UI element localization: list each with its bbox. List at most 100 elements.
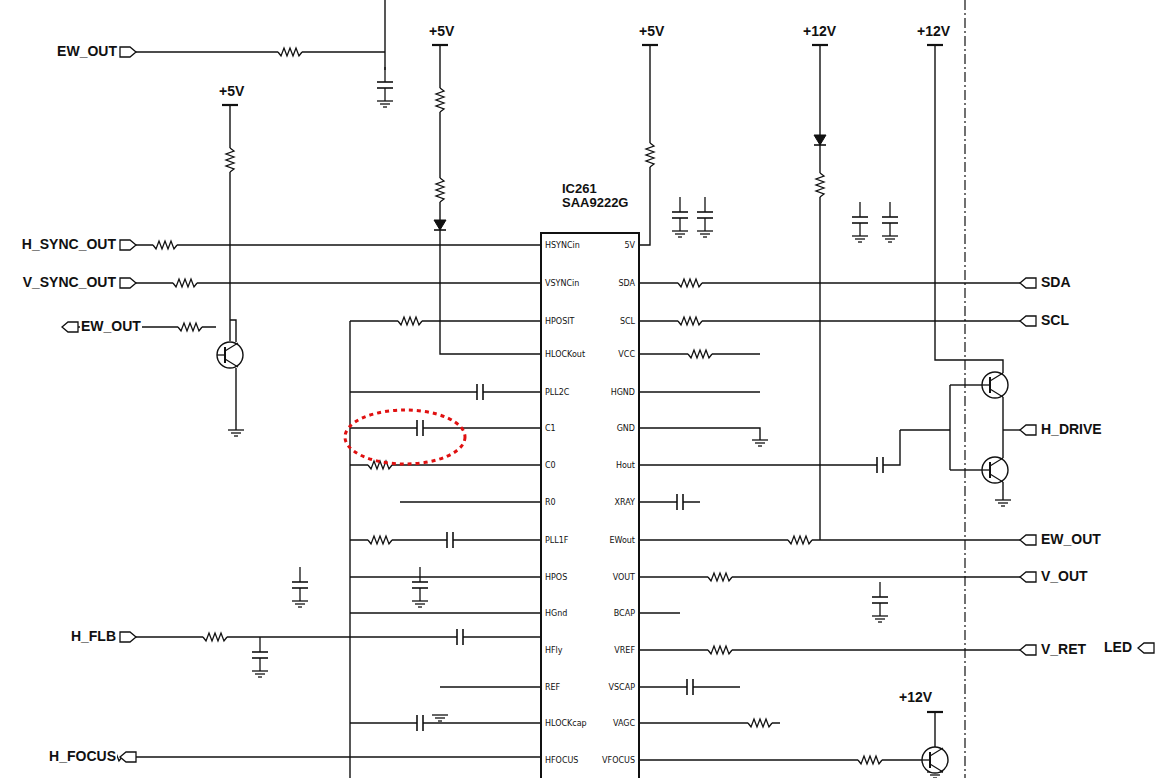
resistor-symbol bbox=[225, 148, 235, 172]
wire bbox=[350, 320, 540, 321]
pin-name: VFOCUS bbox=[602, 756, 635, 765]
wire bbox=[640, 501, 700, 502]
wire bbox=[350, 612, 540, 613]
power-label: +5V bbox=[428, 24, 455, 39]
wire bbox=[949, 385, 950, 470]
resistor-symbol bbox=[678, 316, 702, 326]
diode-symbol bbox=[814, 135, 826, 145]
wire bbox=[136, 636, 540, 637]
signal-name: EW_OUT bbox=[1040, 532, 1102, 547]
ground-symbol bbox=[852, 236, 868, 242]
wire bbox=[950, 469, 982, 470]
port-symbol bbox=[1020, 535, 1036, 545]
resistor-symbol bbox=[368, 460, 392, 470]
signal-name: V_SYNC_OUT bbox=[22, 275, 117, 290]
pin-name: Hout bbox=[616, 461, 635, 470]
wire bbox=[230, 320, 236, 342]
capacitor-symbol bbox=[677, 494, 683, 510]
capacitor-symbol bbox=[672, 197, 688, 231]
pin-name: VOUT bbox=[613, 573, 635, 582]
pin-name: HLOCKcap bbox=[545, 719, 587, 728]
ground-symbol bbox=[672, 231, 688, 237]
power-label: +12V bbox=[898, 690, 933, 705]
board-boundary bbox=[964, 0, 965, 778]
signal-name: SDA bbox=[1040, 275, 1072, 290]
resistor-symbol bbox=[278, 47, 302, 57]
wire bbox=[136, 244, 540, 245]
resistor-symbol bbox=[645, 143, 655, 167]
capacitor-symbol bbox=[377, 67, 393, 101]
pin-name: C0 bbox=[545, 461, 556, 470]
signal-name: H_FOCUS bbox=[48, 749, 117, 764]
ground-symbol bbox=[995, 500, 1011, 506]
wire bbox=[640, 576, 1020, 577]
capacitor-symbol bbox=[412, 567, 428, 601]
port-symbol bbox=[1020, 425, 1036, 435]
ic-designator: IC261 SAA9222G bbox=[562, 182, 642, 211]
wire bbox=[640, 391, 760, 392]
power-rail-symbol bbox=[642, 44, 658, 46]
capacitor-symbol bbox=[252, 637, 268, 671]
port-symbol bbox=[120, 278, 136, 288]
port-symbol bbox=[1020, 645, 1036, 655]
highlight-ellipse bbox=[345, 410, 465, 464]
pin-name: BCAP bbox=[614, 609, 635, 618]
wire bbox=[640, 430, 900, 465]
pin-name: PLL1F bbox=[545, 536, 568, 545]
wire bbox=[1002, 397, 1003, 458]
wire bbox=[950, 384, 982, 385]
capacitor-symbol bbox=[697, 197, 713, 231]
transistor-symbol bbox=[982, 372, 1008, 398]
port-symbol bbox=[1138, 643, 1154, 653]
wire bbox=[235, 368, 236, 430]
wire bbox=[229, 105, 230, 341]
pin-name: HFly bbox=[545, 646, 563, 655]
capacitor-symbol bbox=[882, 202, 898, 236]
ground-symbol bbox=[292, 601, 308, 607]
wire bbox=[350, 722, 540, 723]
wire bbox=[350, 576, 540, 577]
power-label: +12V bbox=[802, 24, 837, 39]
power-rail-symbol bbox=[222, 104, 238, 106]
resistor-symbol bbox=[435, 88, 445, 112]
signal-name: SCL bbox=[1040, 313, 1070, 328]
port-symbol bbox=[1020, 316, 1036, 326]
ground-symbol bbox=[252, 671, 268, 677]
ground-symbol bbox=[228, 430, 244, 436]
transistor-symbol bbox=[982, 457, 1008, 483]
capacitor-symbol bbox=[687, 679, 693, 695]
resistor-symbol bbox=[708, 645, 732, 655]
pin-name: VSCAP bbox=[609, 683, 635, 692]
pin-name: VAGC bbox=[613, 719, 635, 728]
port-symbol bbox=[1020, 278, 1036, 288]
resistor-symbol bbox=[858, 755, 882, 765]
ground-symbol bbox=[432, 715, 448, 721]
capacitor-symbol bbox=[457, 629, 463, 645]
port-symbol bbox=[120, 752, 136, 762]
capacitor-symbol bbox=[417, 715, 423, 731]
wire bbox=[350, 427, 540, 428]
port-symbol bbox=[120, 632, 136, 642]
transistor-symbol bbox=[922, 747, 948, 773]
capacitor-symbol bbox=[872, 582, 888, 616]
power-rail-symbol bbox=[432, 44, 448, 46]
capacitor-symbol bbox=[477, 384, 483, 400]
diode-symbol bbox=[434, 220, 446, 230]
power-label: +12V bbox=[916, 24, 951, 39]
wire bbox=[640, 539, 1020, 540]
port-symbol bbox=[120, 240, 136, 250]
wire bbox=[136, 756, 540, 757]
signal-name: H_DRIVE bbox=[1040, 422, 1103, 437]
ic-body: IC261 SAA9222GHSYNCinVSYNCinHPOSITHLOCKo… bbox=[540, 232, 640, 778]
transistor-symbol bbox=[217, 342, 243, 368]
pin-name: C1 bbox=[545, 424, 556, 433]
signal-name: H_SYNC_OUT bbox=[21, 237, 117, 252]
resistor-symbol bbox=[708, 572, 732, 582]
wire bbox=[640, 612, 680, 613]
wire bbox=[934, 712, 935, 747]
ground-symbol bbox=[872, 616, 888, 622]
power-label: +5V bbox=[638, 24, 665, 39]
power-label: +5V bbox=[218, 84, 245, 99]
